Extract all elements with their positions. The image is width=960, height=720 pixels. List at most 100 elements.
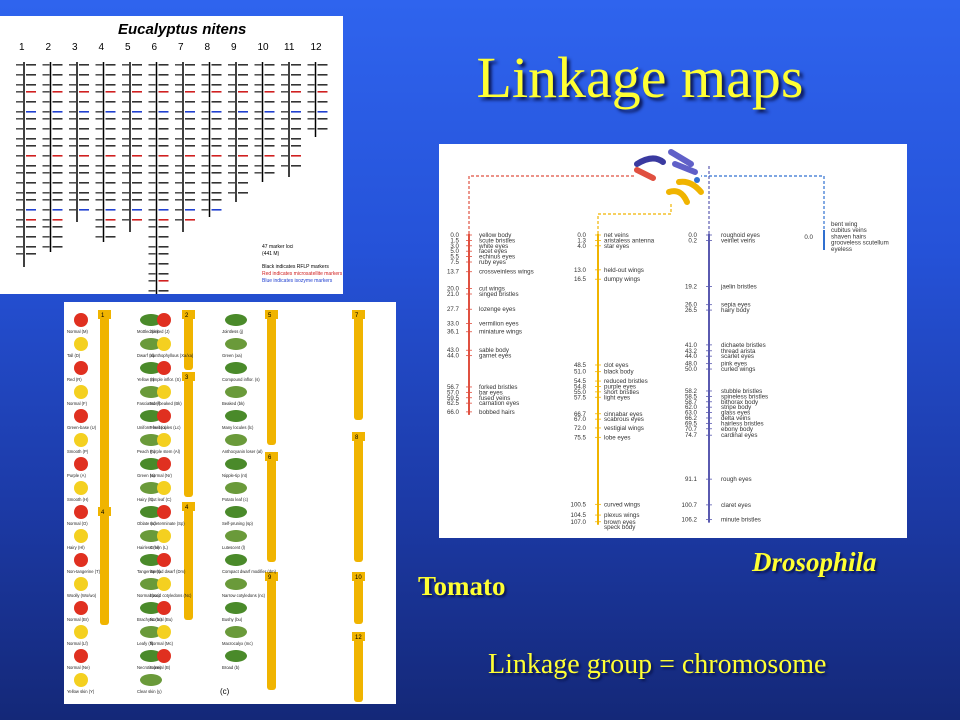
tomato-leaf-icon (225, 362, 247, 374)
eucalyptus-marker-label (132, 155, 142, 157)
tomato-trait-label: Fasciated (f) (137, 401, 161, 406)
drosophila-gene-name: pink eyes (721, 361, 747, 368)
tomato-panel-letter: (c) (220, 687, 230, 696)
tomato-trait-label: Macrocalyx (mc) (222, 641, 253, 646)
eucalyptus-marker-position (254, 118, 262, 120)
eucalyptus-marker-position (16, 192, 23, 194)
tomato-fruit-icon (157, 505, 171, 519)
eucalyptus-marker-position (148, 165, 156, 167)
eucalyptus-marker-label (185, 111, 195, 113)
eucalyptus-marker-position (42, 118, 50, 120)
eucalyptus-marker-position (201, 138, 209, 140)
drosophila-gene-name: cut wings (479, 286, 505, 293)
eucalyptus-marker-label (185, 145, 195, 147)
eucalyptus-marker-label (158, 145, 169, 147)
eucalyptus-marker-position (148, 209, 156, 211)
eucalyptus-marker-position (16, 91, 23, 93)
tomato-fruit-icon (157, 433, 171, 447)
drosophila-gene-position: 13.7 (447, 269, 460, 276)
eucalyptus-marker-label (211, 128, 222, 130)
eucalyptus-marker-position (281, 138, 288, 140)
eucalyptus-marker-position (307, 84, 315, 86)
eucalyptus-marker-label (211, 155, 222, 157)
tomato-trait-label: Simple inflor. (S) (150, 377, 181, 382)
tomato-trait-label: Lutescent (l) (222, 545, 246, 550)
tomato-trait-label: Hairy (h) (137, 497, 154, 502)
drosophila-gene-name: ebony body (721, 426, 754, 433)
tomato-trait-label: Compact dwarf modifier (dm) (222, 569, 277, 574)
eucalyptus-marker-label (158, 64, 169, 66)
tomato-trait-icons: Normal (M)Mottled (m)Tall (D)Dwarf (d)Re… (67, 313, 277, 694)
eucalyptus-marker-position (228, 64, 235, 66)
tomato-fruit-icon (157, 337, 171, 351)
tomato-trait-label: Non-beaked (Bk) (150, 401, 182, 406)
eucalyptus-marker-label (52, 128, 63, 130)
eucalyptus-marker-label (317, 91, 328, 93)
tomato-trait-label: Uniform fruit (u) (137, 425, 167, 430)
chromosome-3-icon (634, 155, 666, 167)
eucalyptus-marker-position (42, 199, 50, 201)
eucalyptus-marker-position (69, 118, 76, 120)
eucalyptus-marker-position (122, 165, 129, 167)
drosophila-gene-position: 5.0 (450, 248, 459, 255)
eucalyptus-marker-position (201, 74, 209, 76)
drosophila-gene-position: 44.0 (447, 353, 460, 360)
eucalyptus-marker-label (317, 84, 328, 86)
eucalyptus-marker-position (148, 138, 156, 140)
eucalyptus-chromosome-number: 8 (205, 42, 211, 53)
eucalyptus-marker-position (175, 138, 182, 140)
tomato-fruit-icon (74, 361, 88, 375)
eucalyptus-marker-label (79, 91, 89, 93)
eucalyptus-marker-label (238, 101, 248, 103)
eucalyptus-marker-label (52, 155, 63, 157)
eucalyptus-marker-position (201, 199, 209, 201)
drosophila-gene-position: 106.2 (682, 517, 698, 524)
eucalyptus-marker-position (16, 219, 23, 221)
tomato-fruit-icon (157, 385, 171, 399)
eucalyptus-marker-position (42, 165, 50, 167)
eucalyptus-marker-position (281, 84, 288, 86)
tomato-leaf-icon (140, 314, 162, 326)
eucalyptus-marker-label (52, 182, 63, 184)
tomato-trait-label: Purple stem (Al) (150, 449, 181, 454)
eucalyptus-marker-label (317, 118, 328, 120)
drosophila-chromosomes: 0.01.53.05.05.57.513.720.021.027.733.036… (447, 221, 889, 531)
drosophila-gene-name: scabrous eyes (604, 416, 644, 423)
eucalyptus-marker-position (175, 192, 182, 194)
drosophila-gene-name: bar eyes (479, 389, 503, 396)
eucalyptus-marker-position (42, 246, 50, 248)
tomato-leaf-icon (140, 482, 162, 494)
tomato-trait-label: Green (xa) (222, 353, 243, 358)
tomato-leaf-icon (225, 434, 247, 446)
eucalyptus-marker-label (26, 145, 36, 147)
eucalyptus-marker-position (201, 118, 209, 120)
eucalyptus-marker-label (105, 192, 116, 194)
eucalyptus-marker-label (264, 118, 275, 120)
eucalyptus-marker-position (16, 253, 23, 255)
eucalyptus-marker-label (238, 84, 248, 86)
drosophila-gene-position: 43.0 (447, 347, 460, 354)
tomato-chromosome-number: 8 (355, 435, 359, 441)
eucalyptus-marker-label (26, 192, 36, 194)
eucalyptus-chromosome-number: 2 (46, 42, 52, 53)
tomato-chromosome-cap (265, 452, 278, 461)
drosophila-gene-position: 55.0 (574, 389, 587, 396)
eucalyptus-marker-label (26, 118, 36, 120)
eucalyptus-marker-position (201, 84, 209, 86)
drosophila-gene-name: lozenge eyes (479, 306, 515, 313)
eucalyptus-marker-label (52, 209, 63, 211)
tomato-chromosome-cap (182, 310, 195, 319)
eucalyptus-marker-position (95, 236, 103, 238)
eucalyptus-marker-label (158, 253, 169, 255)
tomato-leaf-icon (140, 386, 162, 398)
drosophila-gene-position: 91.1 (685, 476, 698, 483)
eucalyptus-marker-label (105, 172, 116, 174)
eucalyptus-marker-label (79, 182, 89, 184)
tomato-fruit-icon (74, 553, 88, 567)
drosophila-gene-name: claret eyes (721, 502, 751, 509)
tomato-trait-label: Normal (Nr) (150, 473, 172, 478)
eucalyptus-marker-label (79, 118, 89, 120)
eucalyptus-marker-label (185, 165, 195, 167)
drosophila-gene-name: reduced bristles (604, 378, 648, 385)
eucalyptus-marker-position (307, 128, 315, 130)
